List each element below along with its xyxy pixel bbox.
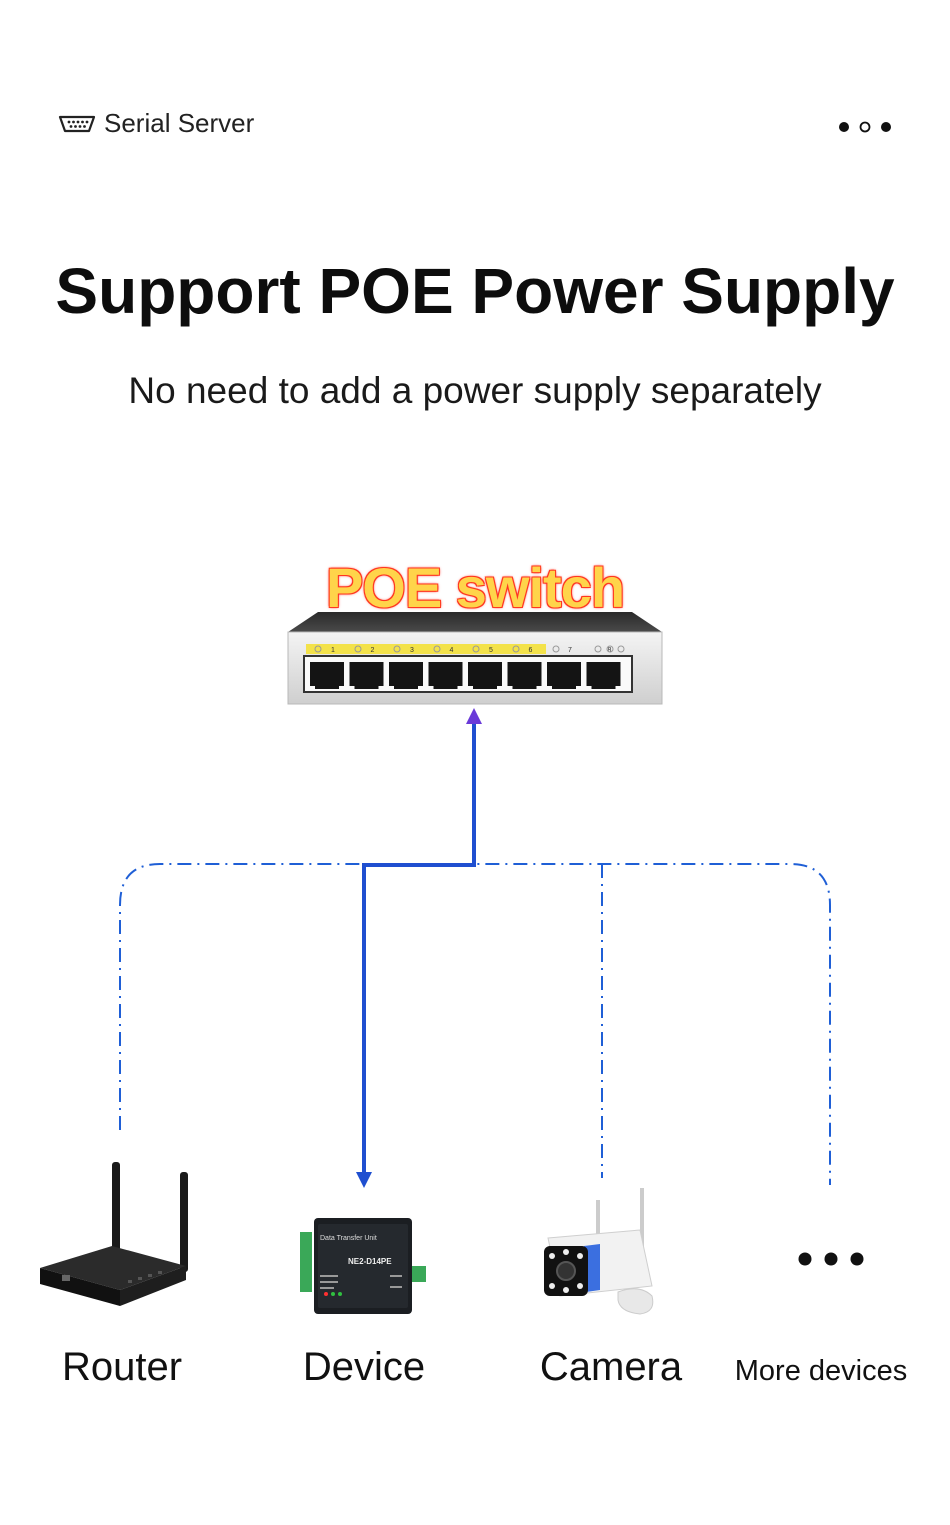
device-label-camera: Camera xyxy=(539,1345,683,1389)
switch-port xyxy=(349,662,384,689)
port-number: 6 xyxy=(529,647,533,654)
port-number: 8 xyxy=(608,647,612,654)
header-title: Serial Server xyxy=(104,108,255,138)
header: Serial Server xyxy=(58,108,254,139)
port-number: 2 xyxy=(371,647,375,654)
dashed-connections xyxy=(119,863,831,1185)
arrow-down-icon xyxy=(356,1172,372,1188)
device-label-router: Router xyxy=(61,1345,183,1389)
switch-ports: 1 2 3 4 5 6 7 8 xyxy=(310,647,621,689)
switch-port xyxy=(507,662,542,689)
arrow-up-icon xyxy=(466,708,482,724)
port-number: 5 xyxy=(489,647,493,654)
switch-port xyxy=(468,662,502,689)
switch-port xyxy=(310,662,344,689)
port-number: 1 xyxy=(331,647,335,654)
more-options-icon[interactable] xyxy=(836,119,894,135)
port-number: 7 xyxy=(568,647,572,654)
dtu-heading: Data Transfer Unit xyxy=(320,1235,377,1242)
port-number: 4 xyxy=(450,647,454,654)
data-transfer-unit-icon: Data Transfer Unit NE2-D14PE xyxy=(300,1218,426,1314)
switch-port xyxy=(428,662,463,689)
dtu-model: NE2-D14PE xyxy=(348,1257,392,1266)
router-icon xyxy=(40,1162,188,1306)
poe-switch-label: POE switch xyxy=(325,556,625,619)
power-link xyxy=(356,708,482,1188)
device-label-more: More devices xyxy=(734,1355,908,1387)
camera-icon xyxy=(544,1188,654,1315)
device-label-device: Device xyxy=(302,1345,426,1389)
switch-port xyxy=(586,662,621,689)
switch-port xyxy=(547,662,581,689)
page-title: Support POE Power Supply xyxy=(55,255,895,327)
more-dots-icon xyxy=(798,1252,864,1266)
port-number: 3 xyxy=(410,647,414,654)
page-subtitle: No need to add a power supply separately xyxy=(128,370,822,411)
poe-switch-icon: 1 2 3 4 5 6 7 8 xyxy=(287,612,663,705)
serial-port-icon xyxy=(58,115,96,132)
switch-port xyxy=(389,662,423,689)
